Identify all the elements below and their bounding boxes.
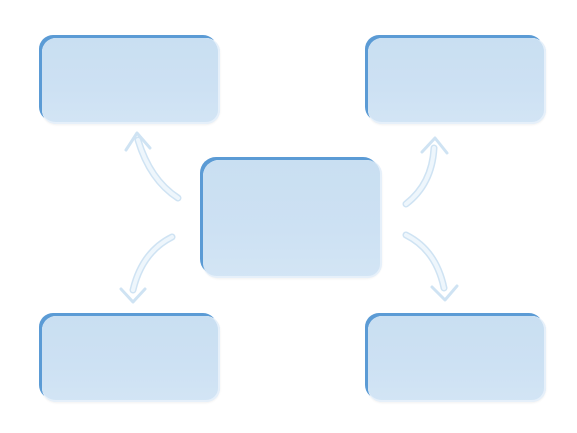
bottom-left-node (42, 316, 220, 402)
top-right-node (368, 38, 546, 124)
bottom-right-node (368, 316, 546, 402)
top-left-node (42, 38, 220, 124)
arrow-to-bottom-left (119, 233, 176, 304)
arrow-to-top-right (402, 136, 449, 208)
arrow-to-bottom-right (402, 231, 459, 302)
node-edge (368, 316, 546, 402)
arrow-to-top-left (124, 131, 182, 202)
node-edge (42, 316, 220, 402)
node-edge (203, 160, 382, 278)
center-node (203, 160, 382, 278)
node-edge (368, 38, 546, 124)
node-edge (42, 38, 220, 124)
